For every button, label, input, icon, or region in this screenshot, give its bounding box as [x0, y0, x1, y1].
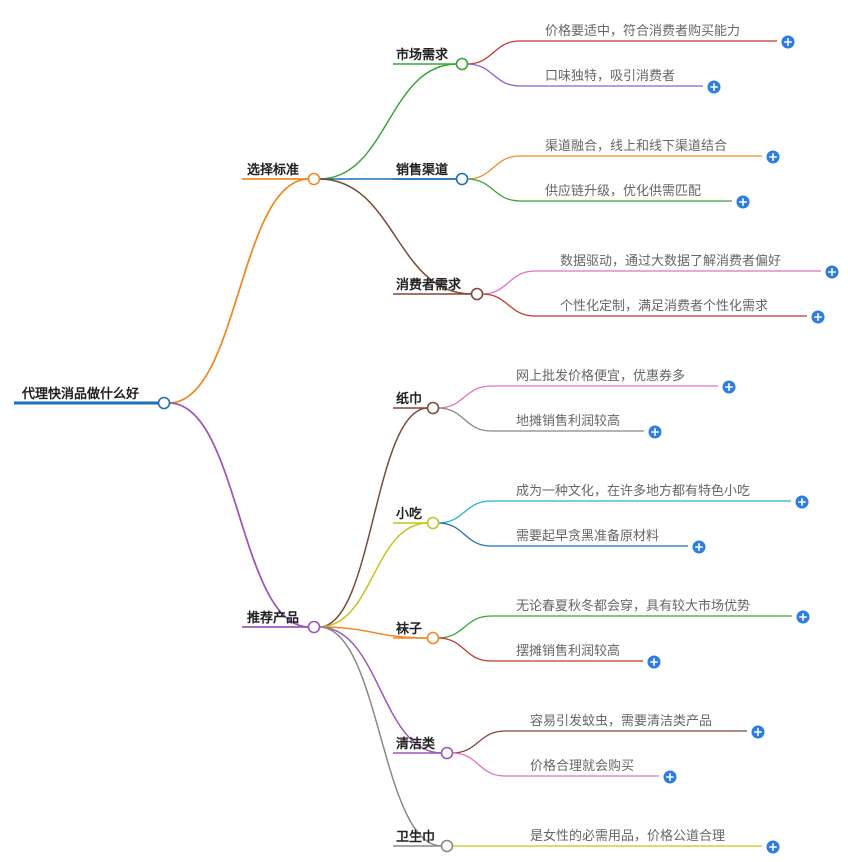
plus-icon	[814, 313, 822, 321]
leaf-connector	[451, 752, 659, 777]
leaf-label: 网上批发价格便宜，优惠券多	[516, 368, 685, 384]
leaf-label: 数据驱动，通过大数据了解消费者偏好	[560, 254, 781, 269]
collapse-toggle-selection[interactable]	[307, 172, 321, 186]
connector-market	[318, 63, 458, 180]
plus-icon	[769, 843, 777, 851]
connector-sanitary	[318, 626, 443, 847]
plus-icon	[754, 728, 762, 736]
plus-icon	[710, 83, 718, 91]
plus-icon	[798, 498, 806, 506]
leaf-label: 成为一种文化，在许多地方都有特色小吃	[516, 483, 750, 499]
plus-icon	[769, 153, 777, 161]
topic-label-market: 市场需求	[396, 47, 449, 63]
leaf-connector	[451, 730, 747, 754]
connector-snack	[318, 522, 429, 628]
expand-button[interactable]	[707, 80, 721, 94]
leaf-label: 摆摊销售利润较高	[516, 643, 620, 659]
collapse-toggle-socks[interactable]	[426, 631, 440, 645]
leaf-connector	[437, 637, 643, 662]
expand-button[interactable]	[796, 610, 810, 624]
leaf-connector	[437, 500, 791, 524]
leaf-connector	[437, 615, 792, 639]
plus-icon	[650, 658, 658, 666]
leaf-connector	[437, 522, 688, 547]
leaf-connector	[466, 63, 703, 87]
plus-icon	[725, 383, 733, 391]
leaf-label: 需要起早贪黑准备原材料	[516, 528, 659, 544]
topic-label-consumer: 消费者需求	[396, 277, 462, 293]
collapse-toggle-cleaning[interactable]	[440, 746, 454, 760]
plus-icon	[784, 38, 792, 46]
expand-button[interactable]	[825, 265, 839, 279]
branch-label-selection: 选择标准	[247, 162, 299, 178]
topic-label-cleaning: 清洁类	[396, 736, 436, 752]
collapse-toggle-market[interactable]	[455, 57, 469, 71]
leaf-connector	[481, 270, 821, 295]
topic-label-tissue: 纸巾	[396, 391, 422, 407]
leaf-label: 地摊销售利润较高	[516, 413, 620, 429]
leaf-connector	[466, 178, 732, 202]
topic-label-channel: 销售渠道	[396, 162, 448, 178]
leaf-label: 容易引发蚊虫，需要清洁类产品	[530, 713, 712, 729]
plus-icon	[695, 543, 703, 551]
leaf-label: 价格合理就会购买	[530, 758, 634, 774]
topic-label-sanitary: 卫生巾	[396, 829, 435, 845]
collapse-toggle-recommend[interactable]	[307, 620, 321, 634]
plus-icon	[739, 198, 747, 206]
leaf-connector	[437, 407, 644, 432]
leaf-connector	[481, 293, 807, 317]
collapse-toggle-channel[interactable]	[455, 172, 469, 186]
expand-button[interactable]	[722, 380, 736, 394]
leaf-connector	[466, 40, 777, 65]
expand-button[interactable]	[647, 655, 661, 669]
expand-button[interactable]	[663, 770, 677, 784]
collapse-toggle-sanitary[interactable]	[440, 839, 454, 853]
leaf-label: 是女性的必需用品，价格公道合理	[530, 828, 725, 844]
collapse-toggle-root[interactable]	[157, 396, 171, 410]
branch-label-recommend: 推荐产品	[247, 610, 299, 626]
connector-consumer	[318, 178, 473, 295]
expand-button[interactable]	[811, 310, 825, 324]
leaf-connector	[437, 385, 718, 409]
collapse-toggle-tissue[interactable]	[426, 401, 440, 415]
connector-cleaning	[318, 626, 443, 754]
expand-button[interactable]	[736, 195, 750, 209]
collapse-toggle-snack[interactable]	[426, 516, 440, 530]
expand-button[interactable]	[751, 725, 765, 739]
leaf-label: 价格要适中，符合消费者购买能力	[545, 23, 740, 39]
expand-button[interactable]	[795, 495, 809, 509]
leaf-label: 渠道融合，线上和线下渠道结合	[545, 139, 727, 154]
leaf-label: 个性化定制，满足消费者个性化需求	[560, 299, 768, 314]
topic-label-snack: 小吃	[396, 506, 422, 522]
leaf-label: 无论春夏秋冬都会穿，具有较大市场优势	[516, 598, 750, 614]
connector-selection	[168, 178, 310, 404]
plus-icon	[651, 428, 659, 436]
expand-button[interactable]	[766, 840, 780, 854]
expand-button[interactable]	[781, 35, 795, 49]
leaf-connector	[466, 155, 762, 180]
root-node-label: 代理快消品做什么好	[21, 386, 139, 402]
plus-icon	[666, 773, 674, 781]
plus-icon	[799, 613, 807, 621]
collapse-toggle-consumer[interactable]	[470, 287, 484, 301]
connector-recommend	[168, 402, 310, 628]
plus-icon	[828, 268, 836, 276]
leaf-label: 供应链升级，优化供需匹配	[545, 183, 701, 199]
connector-tissue	[318, 407, 429, 628]
topic-label-socks: 袜子	[395, 621, 422, 637]
leaf-label: 口味独特，吸引消费者	[545, 69, 675, 84]
expand-button[interactable]	[692, 540, 706, 554]
expand-button[interactable]	[766, 150, 780, 164]
expand-button[interactable]	[648, 425, 662, 439]
